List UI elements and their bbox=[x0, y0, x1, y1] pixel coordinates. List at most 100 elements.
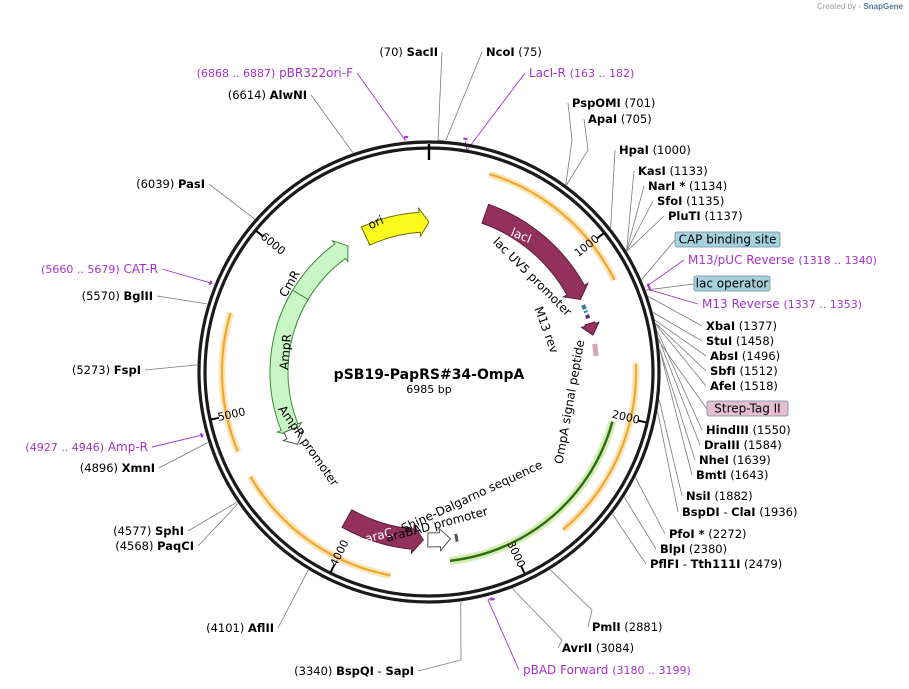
enzyme-site: ApaI (705) bbox=[588, 112, 652, 126]
primer-range: (6868 .. 6887) bbox=[197, 67, 276, 80]
primer-label: LacI-R (163 .. 182) bbox=[529, 66, 634, 80]
backbone-outer-circle bbox=[197, 140, 661, 604]
leader-line bbox=[444, 51, 483, 141]
primer-label: (4927 .. 4946) Amp-R bbox=[25, 440, 148, 454]
feature-label: M13 rev bbox=[532, 305, 562, 355]
leader-line bbox=[437, 51, 444, 141]
enzyme-site: PspOMI (701) bbox=[572, 96, 655, 110]
leader-line bbox=[646, 283, 695, 291]
site-position: (1512) bbox=[739, 364, 777, 378]
enzyme-site: XbaI (1377) bbox=[706, 319, 777, 333]
enzyme-site: (3340) BspQI - SapI bbox=[294, 664, 414, 678]
leader-lines bbox=[144, 51, 708, 672]
enzyme-site: SfoI (1135) bbox=[657, 194, 724, 208]
site-position: (6614) bbox=[228, 88, 266, 102]
primer-leader-line bbox=[647, 288, 699, 305]
leader-line bbox=[626, 200, 654, 251]
leader-line bbox=[612, 513, 647, 565]
leader-line bbox=[512, 588, 563, 649]
site-name: NarI * bbox=[648, 179, 685, 193]
site-name: BspDI bbox=[682, 505, 720, 519]
enzyme-site: KasI (1133) bbox=[638, 164, 708, 178]
site-position: (3340) bbox=[294, 664, 332, 678]
ori-arrow bbox=[360, 206, 430, 246]
primer-mark bbox=[463, 137, 468, 141]
enzyme-site: BspDI - ClaI (1936) bbox=[682, 505, 797, 519]
leader-line bbox=[549, 569, 593, 628]
site-name: XmnI bbox=[122, 461, 155, 475]
site-position: (5570) bbox=[82, 289, 120, 303]
site-alt-name: SapI bbox=[385, 664, 414, 678]
enzyme-site: NcoI (75) bbox=[486, 45, 542, 59]
leader-line bbox=[610, 149, 616, 228]
primer-range: (1337 .. 1353) bbox=[784, 298, 863, 311]
site-name: PflFI bbox=[650, 557, 679, 571]
strep-tag-arrow bbox=[592, 343, 599, 357]
enzyme-site: PluTI (1137) bbox=[668, 209, 743, 223]
leader-line bbox=[156, 295, 208, 305]
site-name: PluTI bbox=[668, 209, 701, 223]
site-position: (1377) bbox=[739, 319, 777, 333]
enzyme-site: SbfI (1512) bbox=[710, 364, 778, 378]
site-name: KasI bbox=[638, 164, 666, 178]
arac-arrow bbox=[341, 509, 424, 555]
arabad-promoter-arrow bbox=[427, 527, 452, 552]
site-name: SfoI bbox=[657, 194, 682, 208]
tick-label: 3000 bbox=[504, 539, 528, 570]
site-name: AbsI bbox=[710, 349, 738, 363]
orf-arc bbox=[220, 312, 239, 453]
tick-mark bbox=[520, 565, 526, 574]
site-name: SphI bbox=[155, 524, 184, 538]
site-name: PasI bbox=[178, 177, 205, 191]
enzyme-site: (5570) BglII bbox=[82, 289, 153, 303]
orf-arc bbox=[249, 476, 391, 577]
primer-name: LacI-R bbox=[529, 66, 566, 80]
tick-mark bbox=[210, 416, 220, 421]
ompa-arc bbox=[449, 421, 614, 562]
enzyme-site: (4568) PaqCI bbox=[115, 539, 194, 553]
enzyme-site: HpaI (1000) bbox=[619, 143, 691, 157]
primer-label: (5660 .. 5679) CAT-R bbox=[41, 262, 158, 276]
primer-range: (163 .. 182) bbox=[570, 67, 635, 80]
credit-brand: SnapGene bbox=[863, 2, 903, 11]
primer-leader-line bbox=[151, 434, 204, 448]
primer-label: (6868 .. 6887) pBR322ori-F bbox=[197, 66, 353, 80]
plasmid-size: 6985 bp bbox=[406, 383, 451, 396]
site-name: HpaI bbox=[619, 143, 649, 157]
leader-line bbox=[648, 296, 703, 327]
leader-line bbox=[658, 341, 708, 410]
enzyme-site: PfoI * (2272) bbox=[669, 527, 747, 541]
primer-name: M13/pUC Reverse bbox=[688, 253, 795, 267]
site-name: FspI bbox=[114, 363, 141, 377]
enzyme-site: (4896) XmnI bbox=[80, 461, 155, 475]
site-name: ApaI bbox=[588, 112, 617, 126]
site-position: (1137) bbox=[704, 209, 742, 223]
shine-dalgarno-marker bbox=[454, 533, 459, 542]
site-alt-name: Tth111I bbox=[691, 557, 741, 571]
lac-region-element bbox=[583, 309, 589, 314]
enzyme-site: (5273) FspI bbox=[72, 363, 141, 377]
site-position: (1518) bbox=[740, 379, 778, 393]
primer-mark bbox=[200, 432, 204, 438]
leader-line bbox=[641, 239, 676, 280]
leader-line bbox=[310, 94, 354, 154]
site-position: (1643) bbox=[730, 468, 768, 482]
site-position: (1584) bbox=[743, 438, 781, 452]
site-position: (5273) bbox=[72, 363, 110, 377]
leader-line bbox=[655, 323, 707, 372]
enzyme-site: NsiI (1882) bbox=[686, 489, 753, 503]
enzyme-site: PmlI (2881) bbox=[592, 620, 663, 634]
site-name: SacII bbox=[407, 45, 438, 59]
primer-leader-line bbox=[487, 597, 520, 671]
leader-line bbox=[277, 569, 309, 629]
tick-label: 6000 bbox=[258, 230, 288, 258]
primer-range: (3180 .. 3199) bbox=[612, 664, 691, 677]
site-position: (2272) bbox=[708, 527, 746, 541]
site-name: AfeI bbox=[710, 379, 736, 393]
site-name: NsiI bbox=[686, 489, 711, 503]
tick-mark bbox=[596, 232, 605, 240]
leader-line bbox=[197, 503, 239, 547]
site-position: (1496) bbox=[742, 349, 780, 363]
site-name: BmtI bbox=[696, 468, 727, 482]
plasmid-name: pSB19-PapRS#34-OmpA bbox=[334, 367, 525, 383]
